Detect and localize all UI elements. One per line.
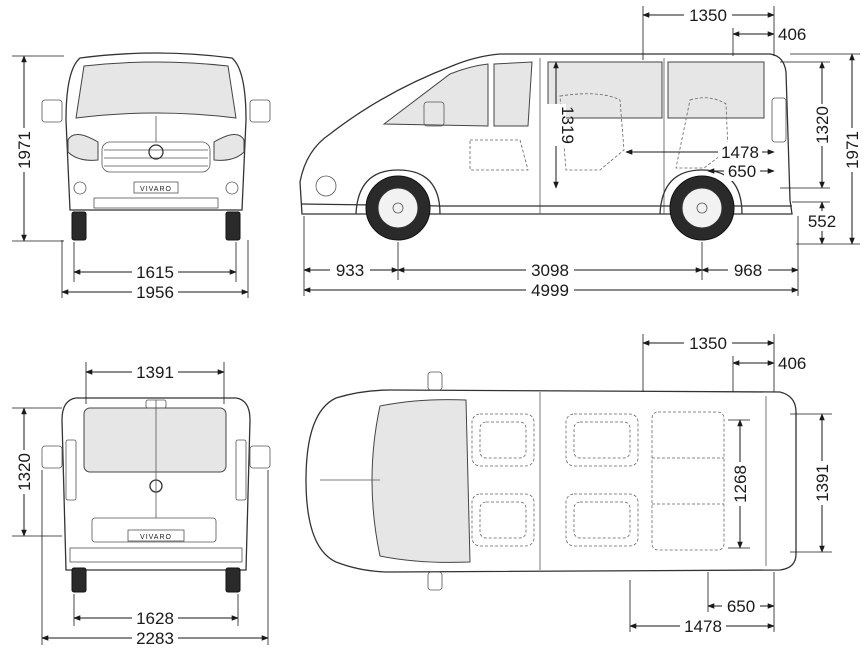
front-width-dimension: 1956 xyxy=(61,240,249,302)
side-overall-height-label: 1971 xyxy=(843,131,862,169)
front-width-label: 1956 xyxy=(136,283,174,302)
rear-opening-width-label: 1391 xyxy=(136,363,174,382)
front-van-outline xyxy=(41,52,271,241)
top-middle-seat-right xyxy=(565,493,639,547)
front-badge: VIVARO xyxy=(140,186,172,193)
top-load-width-dimension: 1391 xyxy=(790,413,832,553)
side-rear-wheel xyxy=(669,175,735,241)
rear-width-dimension: 2283 xyxy=(41,470,269,648)
front-height-label: 1971 xyxy=(15,131,34,169)
top-load-floor-dimension: 1478 xyxy=(629,580,775,636)
side-load-height-label: 1320 xyxy=(813,106,832,144)
top-view: 1350 406 1268 1391 xyxy=(305,333,832,636)
top-rear-offset-label: 406 xyxy=(778,354,806,373)
rear-view: VIVARO 1391 1320 1628 2283 xyxy=(12,362,271,648)
front-track-dimension: 1615 xyxy=(73,242,237,282)
top-front-seat-right xyxy=(471,493,535,547)
top-rear-seat-dimension: 650 xyxy=(707,572,775,632)
side-rear-offset-dimension: 406 xyxy=(732,25,806,56)
side-load-floor-dimension: 1478 xyxy=(625,142,775,162)
side-load-floor-label: 1478 xyxy=(721,143,759,162)
top-load-width-label: 1391 xyxy=(813,464,832,502)
rear-overhang-label: 968 xyxy=(734,261,762,280)
overall-length-label: 4999 xyxy=(531,281,569,300)
side-van-outline xyxy=(299,53,793,215)
side-door-width-label: 1350 xyxy=(689,6,727,25)
wheelbase-label: 3098 xyxy=(531,261,569,280)
front-height-dimension: 1971 xyxy=(12,55,64,242)
side-rear-offset-label: 406 xyxy=(778,25,806,44)
rear-track-label: 1628 xyxy=(136,609,174,628)
rear-width-label: 2283 xyxy=(136,629,174,648)
side-inner-height-label: 1319 xyxy=(558,106,577,144)
front-track-label: 1615 xyxy=(136,263,174,282)
top-between-arches-label: 1268 xyxy=(731,465,750,503)
rear-track-dimension: 1628 xyxy=(73,594,239,628)
top-rear-bench xyxy=(651,411,725,551)
side-rear-seat-label: 650 xyxy=(728,162,756,181)
top-between-arches-dimension: 1268 xyxy=(728,419,750,549)
rear-badge: VIVARO xyxy=(140,534,172,541)
side-overall-height-dimension: 1971 xyxy=(790,53,862,245)
side-rear-seat-dimension: 650 xyxy=(707,161,775,181)
front-view: VIVARO 1971 1615 1956 xyxy=(12,52,271,302)
top-middle-seat-left xyxy=(565,413,639,467)
side-load-height-dimension: 1320 xyxy=(780,61,832,189)
side-sill-height-label: 552 xyxy=(808,212,836,231)
side-inner-height-dimension: 1319 xyxy=(546,61,577,189)
side-door-width-dimension: 1350 xyxy=(642,5,775,60)
rear-opening-width-dimension: 1391 xyxy=(85,362,225,404)
front-overhang-label: 933 xyxy=(336,261,364,280)
top-load-floor-label: 1478 xyxy=(684,617,722,636)
rear-opening-height-dimension: 1320 xyxy=(12,407,62,537)
top-front-seat-left xyxy=(471,413,535,467)
top-door-width-label: 1350 xyxy=(689,334,727,353)
rear-van-outline xyxy=(41,397,271,593)
top-van-outline xyxy=(305,371,797,591)
rear-opening-height-label: 1320 xyxy=(15,453,34,491)
top-rear-offset-dimension: 406 xyxy=(732,354,806,392)
top-door-width-dimension: 1350 xyxy=(642,333,775,392)
side-length-dimensions: 933 3098 968 4999 xyxy=(303,216,799,300)
side-sill-height-dimension: 552 xyxy=(792,201,840,245)
side-view: 1350 406 1319 1478 650 xyxy=(299,5,862,300)
side-front-wheel xyxy=(365,175,431,241)
top-rear-seat-label: 650 xyxy=(727,597,755,616)
